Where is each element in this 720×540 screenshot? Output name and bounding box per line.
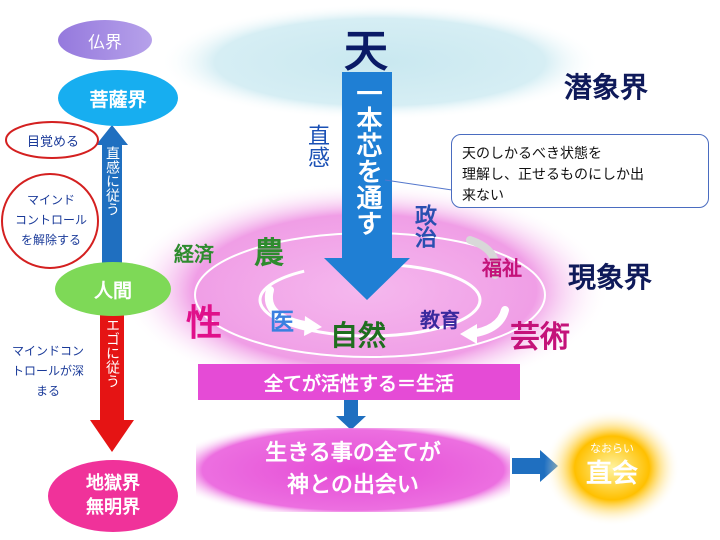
release-circle <box>1 173 99 269</box>
meeting-god-label: 生きる事の全てが 神との出会い <box>265 441 441 498</box>
bodhisattva-realm-oval: 菩薩界 <box>58 70 178 126</box>
buddha-realm-oval: 仏界 <box>58 20 152 60</box>
human-label: 人間 <box>93 279 132 302</box>
follow-ego-label: エゴに従う <box>104 318 120 388</box>
meeting-god-box: 生きる事の全てが 神との出会い <box>196 428 510 512</box>
release-label: マインド コントロール を解除する <box>14 193 87 247</box>
agriculture-label: 農 <box>254 236 284 271</box>
release-note: マインド コントロール を解除する <box>4 184 98 256</box>
awaken-circle <box>5 121 99 159</box>
deepening-label: マインドコン トロールが深 まる <box>11 344 84 398</box>
flow-arrow-right <box>466 236 500 279</box>
awaken-note: 目覚める <box>10 128 96 152</box>
callout-text: 天のしかるべき状態を 理解し、正せるものにしか出 来ない <box>462 146 644 204</box>
callout-pointer <box>384 179 453 191</box>
sex-label: 性 <box>186 303 223 344</box>
central-arrow-label: 一本芯を通す <box>352 80 382 236</box>
politics-label: 政治 <box>411 204 436 248</box>
education-label: 教育 <box>420 308 460 332</box>
meeting-god-glow <box>196 428 510 512</box>
welfare-label: 福祉 <box>482 256 522 280</box>
central-arrow <box>324 72 410 300</box>
buddha-realm-label: 仏界 <box>88 32 122 53</box>
ego-down-arrow <box>90 312 134 452</box>
naorai-label: 直会 <box>585 458 638 489</box>
human-oval: 人間 <box>55 262 171 316</box>
awaken-label: 目覚める <box>26 134 79 150</box>
art-label: 芸術 <box>510 320 570 355</box>
latent-realm-label: 潜象界 <box>564 71 649 104</box>
flow-arrow-left <box>264 286 314 330</box>
intuition-label: 直感 <box>304 124 329 168</box>
follow-intuition-label: 直感に従う <box>104 146 120 216</box>
hell-realm-oval: 地獄界 無明界 <box>48 460 178 532</box>
latent-realm-cloud <box>160 4 600 120</box>
box-connector-arrow <box>336 400 366 430</box>
intuition-up-arrow <box>96 125 128 268</box>
heaven-label: 天 <box>344 26 388 77</box>
hell-realm-label: 地獄界 無明界 <box>86 473 140 518</box>
nature-label: 自然 <box>330 319 387 352</box>
phenomenal-realm-label: 現象界 <box>568 261 653 294</box>
medicine-label: 医 <box>270 308 294 336</box>
all-active-box: 全てが活性する＝生活 <box>198 364 520 400</box>
naorai-sun <box>544 410 680 526</box>
economy-label: 経済 <box>174 242 214 266</box>
bodhisattva-realm-label: 菩薩界 <box>89 88 147 111</box>
all-active-label: 全てが活性する＝生活 <box>263 372 454 395</box>
deepening-note: マインドコン トロールが深 まる <box>0 336 96 406</box>
naorai-ruby: なおらい <box>590 442 634 455</box>
callout-box: 天のしかるべき状態を 理解し、正せるものにしか出 来ない <box>451 134 709 208</box>
